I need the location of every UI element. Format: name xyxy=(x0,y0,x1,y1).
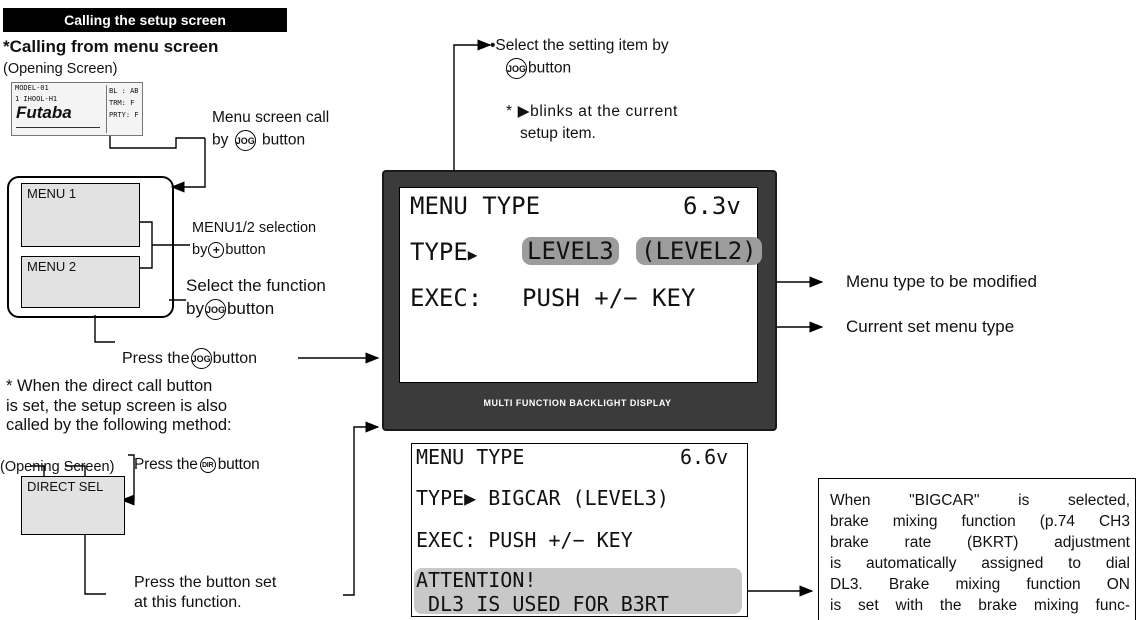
dir-button-icon: DIR xyxy=(199,456,216,473)
jog-button-icon: JOG xyxy=(190,348,212,370)
press-button-set-text: Press the button set at this function. xyxy=(134,573,276,613)
press-dir-button-word: button xyxy=(217,456,260,473)
lcd1-exec-value: PUSH +/− KEY xyxy=(522,284,696,312)
menu-call-connector xyxy=(109,134,205,149)
plus-button-icon: + xyxy=(208,242,225,259)
press-the: Press the xyxy=(122,350,190,367)
subheading: *Calling from menu screen xyxy=(3,37,219,56)
futaba-logo: Futaba xyxy=(16,103,72,122)
direct-note-line1: * When the direct call button xyxy=(6,377,213,395)
bigcar-note-line2: brake mixing function (p.74 CH3 xyxy=(830,513,1130,530)
menu-type-modified-label: Menu type to be modified xyxy=(846,272,1037,291)
select-item-arrow xyxy=(453,39,492,232)
blink-text: blinks at the current xyxy=(530,103,678,120)
menu-sel-button-word: button xyxy=(225,242,266,258)
press-jog-connector-left xyxy=(94,315,115,343)
menu-selection-line2: by+button xyxy=(192,241,266,260)
thumb-model: MODEL-01 xyxy=(15,84,49,92)
lcd-device-bezel: MENU TYPE 6.3v TYPE▶ LEVEL3 (LEVEL2) EXE… xyxy=(382,170,777,431)
menu-call-line1: Menu screen call xyxy=(212,109,330,126)
menu2-label: MENU 2 xyxy=(27,259,77,274)
bigcar-note-line3: brake rate (BKRT) adjustment xyxy=(830,534,1130,551)
cursor-triangle-icon: ▶ xyxy=(467,245,478,264)
lcd2-attention: ATTENTION! xyxy=(416,568,537,592)
lcd2-exec-line: EXEC: PUSH +/− KEY xyxy=(416,528,633,552)
blink-asterisk: * xyxy=(506,103,513,120)
lcd-screen: MENU TYPE 6.3v TYPE▶ LEVEL3 (LEVEL2) EXE… xyxy=(399,187,762,383)
bigcar-note-line4: is automatically assigned to dial xyxy=(830,555,1130,572)
bigcar-note-line5: DL3. Brake mixing function ON xyxy=(830,576,1130,593)
select-item-line1: •Select the setting item by xyxy=(490,37,669,54)
direct-call-note: * When the direct call button is set, th… xyxy=(6,377,232,436)
direct-sel-label: DIRECT SEL xyxy=(27,479,104,494)
opening-screen-label-2: (Opening Screen) xyxy=(0,459,115,475)
jog-button-icon: JOG xyxy=(204,299,226,321)
select-item-button-word: button xyxy=(528,59,572,77)
direct-note-line2: is set, the setup screen is also xyxy=(6,396,228,415)
press-the-dir: Press the xyxy=(134,456,198,473)
thumb-trim-bar xyxy=(16,127,100,128)
type-label: TYPE xyxy=(410,238,468,266)
press-button-set-line2: at this function. xyxy=(134,594,242,611)
menu1-box: MENU 1 xyxy=(21,183,140,247)
opening-screen-thumbnail: MODEL-01 1 IHOOL-H1 Futaba BL : AB TRM: … xyxy=(11,82,143,136)
lcd1-exec-label: EXEC: xyxy=(410,284,483,312)
lcd2-attention-line2: DL3 IS USED FOR B3RT xyxy=(416,592,669,616)
lcd1-title: MENU TYPE xyxy=(410,192,541,220)
thumb-right3: PRTY: F xyxy=(109,111,139,119)
lcd2-type-line: TYPE▶ BIGCAR (LEVEL3) xyxy=(416,486,669,510)
jog-button-icon: JOG xyxy=(234,130,256,151)
blink-note-line1: * ▶blinks at the current xyxy=(506,102,678,122)
lcd1-type-alt: (LEVEL2) xyxy=(636,237,762,265)
direct-sel-box: DIRECT SEL xyxy=(21,476,125,535)
select-function-by: by xyxy=(186,299,204,318)
press-button-set-line1: Press the button set xyxy=(134,574,277,591)
lcd-footer-label: MULTI FUNCTION BACKLIGHT DISPLAY xyxy=(483,398,672,408)
thumb-line2: 1 IHOOL-H1 xyxy=(15,95,58,103)
menu-call-arrow xyxy=(170,138,206,193)
lcd1-voltage: 6.3v xyxy=(683,192,741,220)
direct-note-line3: called by the following method: xyxy=(6,416,232,434)
menu1-label: MENU 1 xyxy=(27,186,77,201)
blink-note-line2: setup item. xyxy=(520,125,596,142)
menu2-box: MENU 2 xyxy=(21,256,140,308)
opening-screen-label: (Opening Screen) xyxy=(3,61,118,77)
menu-selection-line1: MENU1/2 selection xyxy=(192,220,317,236)
lcd1-type-label: TYPE▶ xyxy=(410,238,477,266)
bigcar-note-line6: is set with the brake mixing func- xyxy=(830,597,1130,614)
bigcar-note-line1: When "BIGCAR" is selected, xyxy=(830,492,1130,509)
thumb-right-panel: BL : AB TRM: F PRTY: F xyxy=(106,85,142,133)
bigcar-note-text: When "BIGCAR" is selected, brake mixing … xyxy=(830,490,1130,616)
press-button-set-arrow xyxy=(343,421,380,596)
press-dir-arrow xyxy=(120,454,135,506)
lcd2-title: MENU TYPE xyxy=(416,445,525,469)
lcd2-screen: MENU TYPE 6.6v TYPE▶ BIGCAR (LEVEL3) EXE… xyxy=(411,443,748,617)
attention-highlight xyxy=(414,568,742,614)
thumb-right2: TRM: F xyxy=(109,99,135,107)
lcd2-voltage: 6.6v xyxy=(680,445,729,469)
thumb-right1: BL : AB xyxy=(109,87,139,95)
select-function-line1: Select the function xyxy=(186,276,326,295)
menu-call-by: by xyxy=(212,131,229,149)
menu-screen-frame xyxy=(7,176,174,318)
menu-call-line2: by JOG button xyxy=(212,130,305,151)
section-header: Calling the setup screen xyxy=(3,8,287,32)
bigcar-note-box: When "BIGCAR" is selected, brake mixing … xyxy=(818,478,1136,620)
lcd1-type-value: LEVEL3 xyxy=(522,237,619,265)
current-menu-type-label: Current set menu type xyxy=(846,317,1015,336)
select-function-button-word: button xyxy=(226,299,275,318)
jog-button-icon: JOG xyxy=(506,58,527,79)
menu-call-button-word: button xyxy=(262,131,306,149)
cursor-triangle-icon: ▶ xyxy=(517,103,531,120)
menu-sel-by: by xyxy=(192,242,208,258)
press-jog-button-word: button xyxy=(212,350,258,367)
